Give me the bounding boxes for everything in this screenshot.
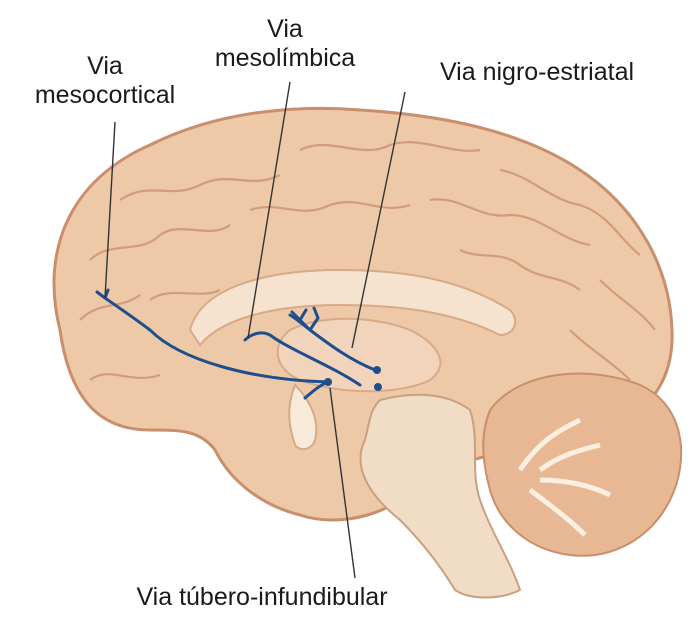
node-nigrostriatal bbox=[373, 366, 381, 374]
label-mesocortical-line1: Via bbox=[10, 52, 200, 81]
label-mesolimbica-line1: Via bbox=[195, 15, 375, 44]
label-via-tubero-infundibular: Via túbero-infundibular bbox=[102, 583, 422, 612]
node-tuberoinfundibular bbox=[324, 378, 332, 386]
label-mesocortical-line2: mesocortical bbox=[10, 81, 200, 110]
label-via-mesocortical: Via mesocortical bbox=[10, 52, 200, 110]
label-via-mesolimbica: Via mesolímbica bbox=[195, 15, 375, 73]
node-mesolimbic bbox=[374, 383, 382, 391]
label-via-nigro-estriatal: Via nigro-estriatal bbox=[392, 58, 682, 87]
cerebellum bbox=[483, 374, 681, 556]
label-mesolimbica-line2: mesolímbica bbox=[195, 44, 375, 73]
